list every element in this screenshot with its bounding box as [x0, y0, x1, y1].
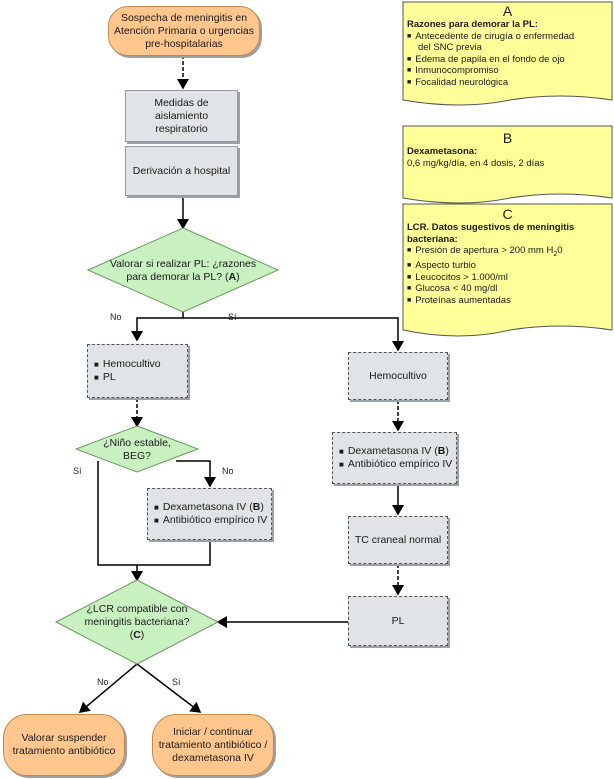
blood-culture-pl-box: ■Hemocultivo ■PL [87, 344, 188, 398]
blood-culture-box-right: Hemocultivo [348, 352, 448, 400]
edge-label-si-2: Sí [73, 466, 82, 476]
edge-label-si: Sí [228, 312, 237, 322]
end-terminal-right: Iniciar / continuar tratamiento antibiót… [152, 714, 274, 776]
note-b: B Dexametasona: 0,6 mg/kg/día, en 4 dosi… [407, 130, 545, 169]
edge-label-no: No [110, 312, 122, 322]
note-c: C LCR. Datos sugestivos de meningitis ba… [407, 206, 575, 306]
start-terminal: Sospecha de meningitis en Atención Prima… [108, 6, 260, 56]
derivation-box: Derivación a hospital [125, 146, 238, 196]
pl-box-right: PL [348, 596, 448, 646]
decision-lcr-label: ¿LCR compatible con meningitis bacterian… [84, 603, 190, 641]
sticky-notes [402, 1, 613, 337]
ct-scan-box: TC craneal normal [348, 516, 448, 564]
dexa-antibiotic-box-left: ■Dexametasona IV (B) ■Antibiótico empíri… [147, 488, 272, 540]
decision-diamonds [54, 227, 280, 665]
decision-stable-label: ¿Niño estable, BEG? [103, 437, 171, 462]
dexa-antibiotic-box-right: ■Dexametasona IV (B) ■Antibiótico empíri… [332, 432, 457, 484]
edge-label-si-3: Sí [172, 677, 181, 687]
edge-label-no-2: No [222, 466, 234, 476]
edge-label-no-3: No [97, 677, 109, 687]
end-terminal-left: Valorar suspender tratamiento antibiótic… [3, 714, 125, 776]
note-a: A Razones para demorar la PL: ■Anteceden… [407, 3, 575, 88]
isolation-box: Medidas de aislamiento respiratorio [125, 90, 238, 142]
decision-pl-label: Valorar si realizar PL: ¿razones para de… [109, 258, 257, 283]
